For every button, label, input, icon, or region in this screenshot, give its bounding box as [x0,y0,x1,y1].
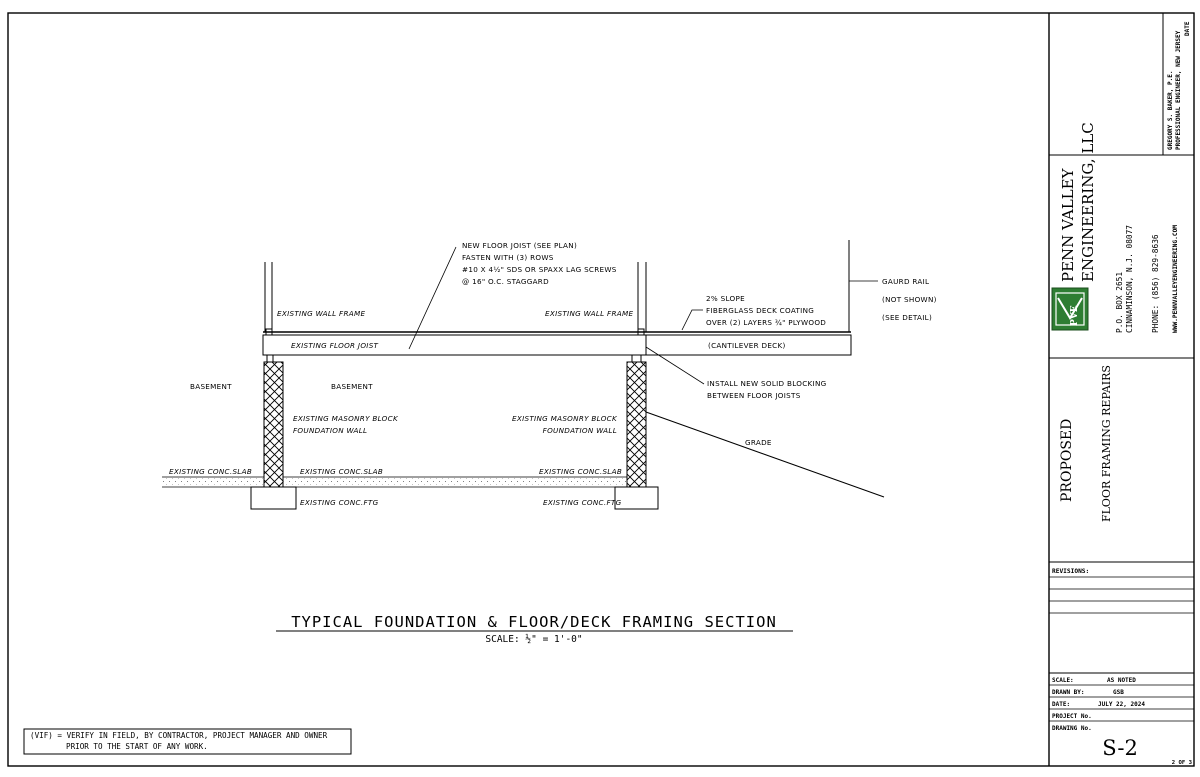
label-slab-right: EXISTING CONC.SLAB [539,467,622,476]
label-slab-center: EXISTING CONC.SLAB [300,467,383,476]
label-masonry-left-2: FOUNDATION WALL [293,426,367,435]
label-guard-1: GAURD RAIL [882,277,929,286]
label-new-joist-3: #10 X 4½" SDS OR SPAXX LAG SCREWS [462,265,617,274]
label-new-joist-2: FASTEN WITH (3) ROWS [462,253,554,262]
label-new-joist-4: @ 16" O.C. STAGGARD [462,277,549,286]
label-masonry-left-1: EXISTING MASONRY BLOCK [293,414,399,423]
vif-note-line2: PRIOR TO THE START OF ANY WORK. [66,742,208,751]
label-floor-joist: EXISTING FLOOR JOIST [291,341,379,350]
label-cantilever: (CANTILEVER DECK) [708,341,786,350]
scale-label: SCALE: [1052,677,1074,684]
firm-name-line1: PENN VALLEY [1059,167,1077,282]
label-masonry-right-1: EXISTING MASONRY BLOCK [512,414,618,423]
revisions-label: REVISIONS: [1052,568,1089,575]
firm-phone: PHONE: (856) 829-8636 [1151,234,1160,333]
firm-logo: PVE [1051,287,1089,331]
drawing-number: S-2 [1102,736,1138,760]
label-ftg-left: EXISTING CONC.FTG [300,498,379,507]
engineer-name: GREGORY S. BAKER, P.E. [1167,71,1174,150]
label-blocking-1: INSTALL NEW SOLID BLOCKING [707,379,827,388]
firm-address-1: P.O. BOX 2651 [1115,272,1124,333]
logo-letters: PVE [1070,305,1080,326]
firm-address-2: CINNAMINSON, N.J. 08077 [1125,225,1134,333]
project-no-label: PROJECT No. [1052,713,1092,720]
masonry-wall-right [626,361,647,488]
label-slope-1: 2% SLOPE [706,294,745,303]
label-grade: GRADE [745,438,772,447]
date-row-label: DATE: [1052,701,1070,708]
label-guard-2: (NOT SHOWN) [882,295,937,304]
drawn-by-label: DRAWN BY: [1052,689,1085,696]
engineer-title: PROFESSIONAL ENGINEER, NEW JERSEY [1175,30,1182,150]
drawing-no-label: DRAWING No. [1052,725,1092,732]
sheet-border [7,12,1195,767]
project-title-line1: PROPOSED [1059,419,1075,502]
vif-note-box [23,728,352,755]
label-slope-2: FIBERGLASS DECK COATING [706,306,814,315]
firm-name-line2: ENGINEERING, LLC [1079,122,1097,282]
masonry-wall-left [263,361,284,488]
label-masonry-right-2: FOUNDATION WALL [543,426,617,435]
label-blocking-2: BETWEEN FLOOR JOISTS [707,391,801,400]
date-label: DATE [1184,21,1191,36]
label-slope-3: OVER (2) LAYERS ¾" PLYWOOD [706,318,826,327]
label-guard-3: (SEE DETAIL) [882,313,932,322]
drawn-by-value: GSB [1113,689,1124,696]
project-title-line2: FLOOR FRAMING REPAIRS [1100,365,1113,522]
label-basement-center: BASEMENT [331,382,373,391]
label-basement-left: BASEMENT [190,382,232,391]
sheet-count: 2 OF 3 [1172,760,1192,766]
label-wall-frame-left: EXISTING WALL FRAME [277,309,365,318]
section-title: TYPICAL FOUNDATION & FLOOR/DECK FRAMING … [291,613,777,631]
firm-website: WWW.PENNVALLEYENGINEERING.COM [1172,225,1179,333]
scale-value: AS NOTED [1107,677,1136,684]
label-new-joist-1: NEW FLOOR JOIST (SEE PLAN) [462,241,577,250]
section-scale: SCALE: ½" = 1'-0" [485,634,582,645]
vif-note-line1: (VIF) = VERIFY IN FIELD, BY CONTRACTOR, … [30,731,328,740]
label-slab-left: EXISTING CONC.SLAB [169,467,252,476]
date-row-value: JULY 22, 2024 [1098,701,1145,708]
drawing-labels: NEW FLOOR JOIST (SEE PLAN) FASTEN WITH (… [169,241,937,507]
title-block [1048,13,1194,766]
label-wall-frame-right: EXISTING WALL FRAME [545,309,633,318]
label-ftg-right: EXISTING CONC.FTG [543,498,622,507]
section-drawing [162,240,885,510]
